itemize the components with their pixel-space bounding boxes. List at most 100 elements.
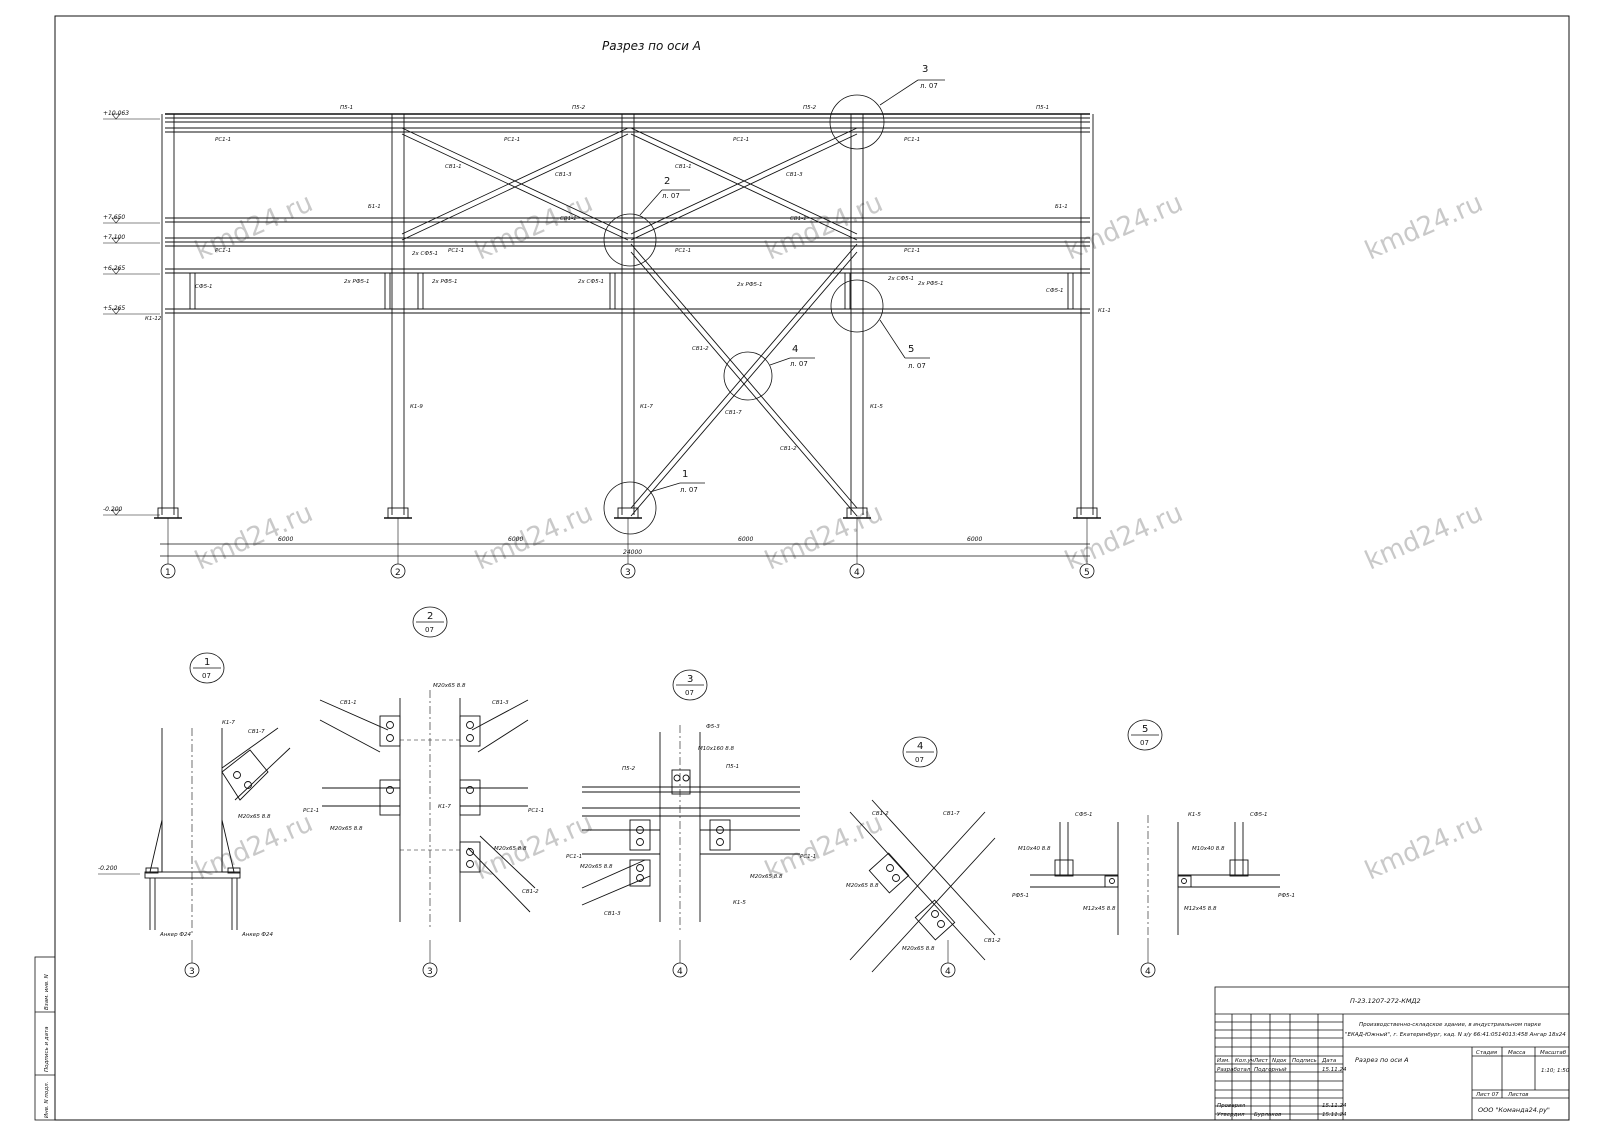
detail-mark-sheet: 07 xyxy=(1140,739,1149,747)
tb-r1-date: 15.11.24 xyxy=(1322,1067,1347,1073)
tb-h-podp: Подпись xyxy=(1292,1058,1317,1064)
elevation-label: +10.063 xyxy=(103,110,129,117)
d3-bolt3: М20х65 8.8 xyxy=(750,874,783,880)
d5-bolt-b2: М12х45 8.8 xyxy=(1184,906,1217,912)
detail-mark-num: 3 xyxy=(687,674,693,685)
detail-mark-num: 4 xyxy=(917,741,923,752)
callout-2-sheet: л. 07 xyxy=(662,192,680,200)
detail-axis-label: 4 xyxy=(677,967,683,977)
purlin-4: РС1-1 xyxy=(904,137,920,143)
elevation-label: +7.650 xyxy=(103,214,125,221)
d2-rs-l: РС1-1 xyxy=(303,808,319,814)
watermark: kmd24.ru xyxy=(471,808,598,886)
callout-5-sheet: л. 07 xyxy=(908,362,926,370)
detail-mark-sheet: 07 xyxy=(425,626,434,634)
tb-h-list: Лист xyxy=(1253,1058,1269,1064)
detail-mark-num: 1 xyxy=(204,657,210,668)
d1-anchor-l: Анкер Ф24 xyxy=(159,932,192,938)
side-stamp xyxy=(34,956,56,1121)
detail-axis-5: 4 xyxy=(1140,940,1156,978)
tb-scale-h: Масштаб xyxy=(1540,1050,1567,1056)
tb-r1-role: Разработал xyxy=(1217,1067,1251,1073)
section-title: Разрез по оси А xyxy=(602,39,701,53)
axis-label: 3 xyxy=(625,568,631,578)
detail-mark-sheet: 07 xyxy=(685,689,694,697)
stamp-3: Инв. N подл. xyxy=(44,1081,50,1118)
elevation-label: +7.100 xyxy=(103,234,125,241)
tb-h-ndok: Nдок xyxy=(1272,1058,1287,1064)
beam-b1-2: Б1-1 xyxy=(1055,204,1068,210)
tb-h-data: Дата xyxy=(1321,1058,1337,1064)
d3-p1: П5-1 xyxy=(726,764,739,770)
beam-b1-1: Б1-1 xyxy=(368,204,381,210)
stamp-2: Подпись и дата xyxy=(44,1026,50,1072)
beam-label-3: П5-2 xyxy=(803,105,817,111)
purlin-3: РС1-1 xyxy=(733,137,749,143)
callout-4-num: 4 xyxy=(792,344,798,355)
elevation-1: +10.063 xyxy=(103,110,160,120)
elevation-5: +5.265 xyxy=(103,305,160,315)
detail-axis-2: 3 xyxy=(422,940,438,978)
watermark: kmd24.ru xyxy=(191,498,318,576)
brace-4: СВ1-3 xyxy=(786,172,803,178)
detail-mark-1: 1 07 xyxy=(189,652,225,684)
detail-4 xyxy=(849,799,996,973)
elevation-label: +5.265 xyxy=(103,305,125,312)
callout-circles xyxy=(603,79,945,535)
callout-3-sheet: л. 07 xyxy=(920,82,938,90)
column-2 xyxy=(384,114,412,519)
d5-sf-r: СФ5-1 xyxy=(1250,812,1268,818)
span-1: 6000 xyxy=(278,536,293,543)
detail-mark-num: 2 xyxy=(427,611,433,622)
purlin-2: РС1-1 xyxy=(504,137,520,143)
d3-sv: СВ1-3 xyxy=(604,911,621,917)
brace-6: СВ1-1 xyxy=(790,216,807,222)
detail-5 xyxy=(1030,815,1280,940)
elevation-label: +6.265 xyxy=(103,265,125,272)
d3-p2: П5-2 xyxy=(622,766,636,772)
d1-anchor-r: Анкер Ф24 xyxy=(241,932,274,938)
axis-label: 5 xyxy=(1084,568,1090,578)
detail-mark-2: 2 07 xyxy=(412,606,448,638)
brace-3: СВ1-1 xyxy=(675,164,692,170)
d3-rs-l: РС1-1 xyxy=(566,854,582,860)
watermark: kmd24.ru xyxy=(191,188,318,266)
detail-mark-5: 5 07 xyxy=(1127,719,1163,751)
beam-label-4: П5-1 xyxy=(1036,105,1049,111)
callout-2-num: 2 xyxy=(664,176,670,187)
detail-mark-num: 5 xyxy=(1142,724,1148,735)
col-label-5: К1-1 xyxy=(1098,308,1111,314)
d4-bolt1: М20х65 8.8 xyxy=(846,883,879,889)
d2-k: К1-7 xyxy=(438,804,451,810)
axis-label: 4 xyxy=(854,568,860,578)
frame-section xyxy=(154,113,1101,557)
tb-mass-h: Масса xyxy=(1508,1050,1526,1056)
detail-mark-sheet: 07 xyxy=(202,672,211,680)
purlin-8: РС1-1 xyxy=(904,248,920,254)
sf-label-1: СФ5-1 xyxy=(195,284,213,290)
detail-1 xyxy=(98,727,291,935)
d5-sf-l: СФ5-1 xyxy=(1075,812,1093,818)
d2-bolt3: М20х65 8.8 xyxy=(494,846,527,852)
d1-brace: СВ1-7 xyxy=(248,729,265,735)
watermark: kmd24.ru xyxy=(1061,188,1188,266)
d5-rf-r: РФ5-1 xyxy=(1278,893,1295,899)
detail-axis-1: 3 xyxy=(184,940,200,978)
d3-bolt1: М10х160 8.8 xyxy=(698,746,734,752)
purlin-6: РС1-1 xyxy=(448,248,464,254)
d4-sv2b: СВ1-2 xyxy=(984,938,1001,944)
col-label-2: К1-9 xyxy=(410,404,423,410)
rf-label-4: 2х РФ5-1 xyxy=(918,281,944,287)
tb-object2: "ЕКАД-Южный", г. Екатеринбург, кад. N з/… xyxy=(1345,1032,1566,1038)
brace-5: СВ1-1 xyxy=(560,216,577,222)
d3-bolt2: М20х65 8.8 xyxy=(580,864,613,870)
tb-scale: 1:10; 1:50 xyxy=(1541,1068,1570,1074)
beam-label-2: П5-2 xyxy=(572,105,586,111)
detail-axis-3: 4 xyxy=(672,940,688,978)
purlin-5: РС1-1 xyxy=(215,248,231,254)
tb-sheets-h: Листов xyxy=(1507,1092,1529,1098)
sf2-label-1: 2х СФ5-1 xyxy=(412,251,438,257)
